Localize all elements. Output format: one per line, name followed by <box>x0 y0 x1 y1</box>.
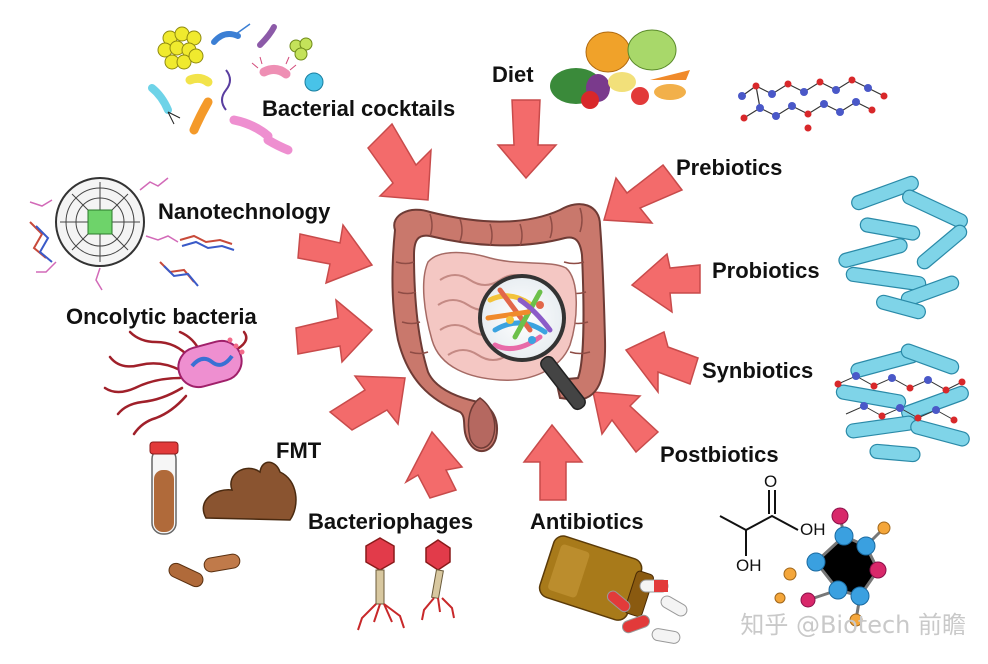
label-synbiotics: Synbiotics <box>702 358 814 383</box>
label-bacteriophages: Bacteriophages <box>308 509 474 534</box>
ball-and-stick-molecule <box>774 507 891 627</box>
nanotechnology-illustration <box>29 177 235 291</box>
arrow-diet <box>496 99 558 180</box>
microbe-cluster <box>485 287 553 352</box>
phage-2 <box>421 539 455 621</box>
label-oncolytic-bacteria: Oncolytic bacteria <box>66 304 257 329</box>
arrow-postbiotics <box>592 391 660 454</box>
lactic-acid-structure <box>719 490 799 556</box>
bacterial-cocktails-illustration <box>148 23 324 155</box>
prebiotics-molecule-illustration <box>738 76 888 132</box>
arrow-synbiotics <box>624 330 699 395</box>
diet-illustration <box>550 29 690 109</box>
arrow-probiotics <box>630 252 701 314</box>
colon-haustra <box>395 207 591 355</box>
rectum <box>467 397 496 449</box>
probiotics-illustration <box>838 175 968 320</box>
arrow-oncolytic-bacteria <box>295 298 374 364</box>
pills <box>606 579 688 644</box>
synbiotics-illustration <box>834 343 970 463</box>
chem-alpha-oh: OH <box>736 556 762 575</box>
phage-1 <box>357 537 405 631</box>
arrow-bacteriophages <box>404 430 464 499</box>
label-fmt: FMT <box>276 438 322 463</box>
arrow-fmt <box>328 375 406 431</box>
chem-hydroxyl-oh: OH <box>800 520 826 539</box>
label-probiotics: Probiotics <box>712 258 820 283</box>
stool-icon <box>202 461 297 521</box>
arrow-prebiotics <box>603 163 684 224</box>
antibiotics-illustration <box>538 535 688 644</box>
oncolytic-bacteria-illustration <box>103 330 248 436</box>
arrow-bacterial-cocktails <box>367 122 432 201</box>
colon <box>391 203 607 453</box>
watermark: 知乎 @Biotech 前瞻 <box>740 611 966 639</box>
arrow-nanotechnology <box>297 223 374 285</box>
label-prebiotics: Prebiotics <box>676 155 783 180</box>
label-bacterial-cocktails: Bacterial cocktails <box>262 96 456 121</box>
magnifying-glass-icon <box>478 274 586 411</box>
label-antibiotics: Antibiotics <box>530 509 644 534</box>
label-diet: Diet <box>492 62 534 87</box>
arrows <box>295 99 701 501</box>
chem-carbonyl-o: O <box>764 472 778 491</box>
label-postbiotics: Postbiotics <box>660 442 779 467</box>
arrow-antibiotics <box>522 423 584 501</box>
fmt-illustration <box>149 441 297 588</box>
bacteriophages-illustration <box>357 537 455 631</box>
postbiotics-illustration <box>719 490 891 627</box>
label-nanotechnology: Nanotechnology <box>158 199 331 224</box>
capsules <box>168 553 241 588</box>
